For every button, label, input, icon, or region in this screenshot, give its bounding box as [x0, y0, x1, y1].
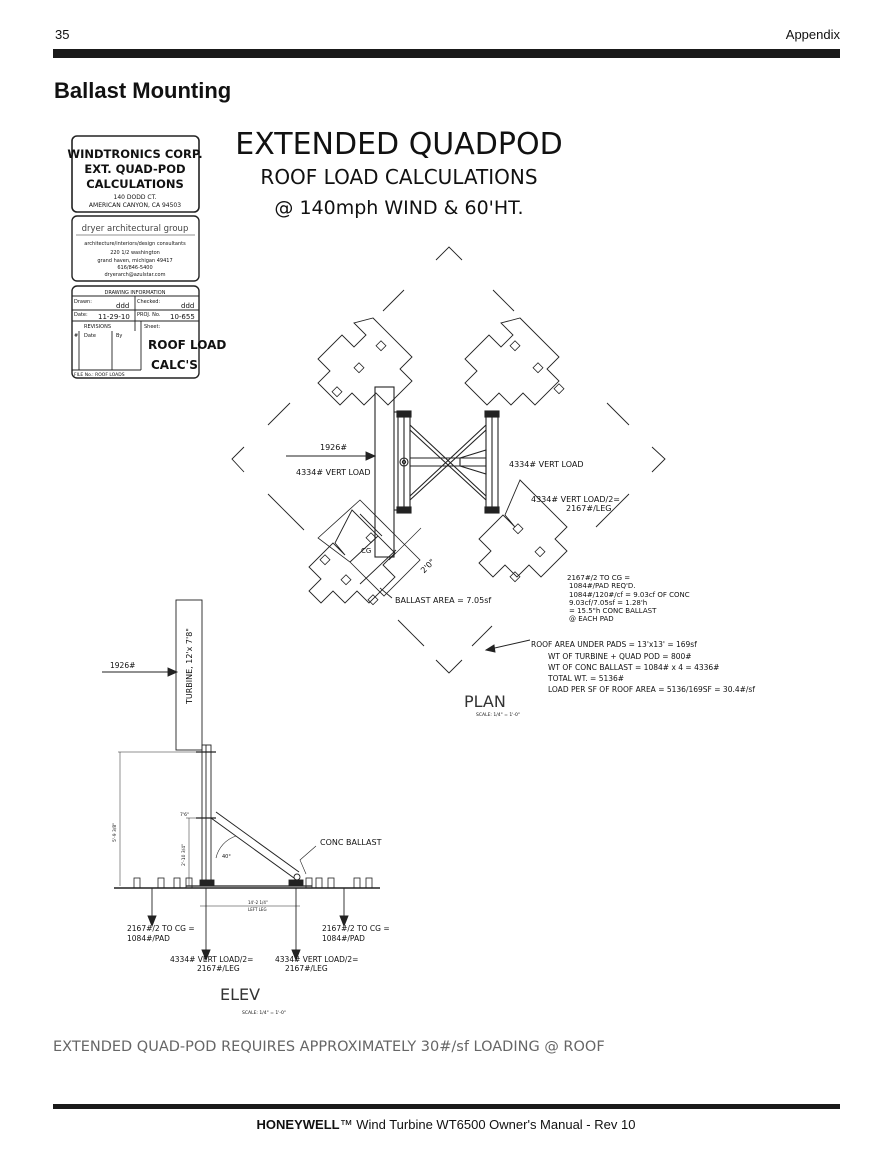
- date-value: 11-29-10: [98, 313, 130, 321]
- elev-label: ELEV: [220, 985, 260, 1004]
- plan-cg: CG: [361, 547, 371, 555]
- plan-label: PLAN: [464, 692, 506, 711]
- plan-calc-5: = 15.5"h CONC BALLAST: [569, 607, 657, 615]
- elev-turbine-label: TURBINE, 12'x 7'8": [185, 628, 194, 705]
- rev-by: By: [116, 333, 122, 339]
- header-rule: [53, 49, 840, 58]
- drawing-title: EXTENDED QUADPOD: [235, 127, 562, 162]
- company-address-2: AMERICAN CANYON, CA 94503: [89, 202, 181, 209]
- plan-vert-load-half-1: 4334# VERT LOAD/2=: [531, 495, 620, 504]
- footer-brand: HONEYWELL: [256, 1117, 340, 1132]
- roof-area-5: LOAD PER SF OF ROOF AREA = 5136/169SF = …: [548, 685, 755, 694]
- elev-conc-ballast: CONC BALLAST: [320, 838, 382, 847]
- elev-vert-right-2: 2167#/LEG: [285, 964, 328, 973]
- company-name: WINDTRONICS CORP.: [67, 147, 202, 161]
- elev-dim-top: 7'6": [180, 812, 189, 818]
- title-block: WINDTRONICS CORP. EXT. QUAD-POD CALCULAT…: [67, 135, 226, 379]
- elev-cg-left-1: 2167#/2 TO CG =: [127, 924, 195, 933]
- section-name: Appendix: [785, 27, 840, 42]
- plan-force: 1926#: [320, 443, 347, 452]
- drawn-label: Drawn:: [74, 299, 92, 305]
- proj-value: 10-655: [170, 313, 195, 321]
- rev-date: Date: [84, 333, 96, 339]
- elev-angle: 40°: [222, 854, 231, 860]
- architect-info-5: dryerarch@azulstar.com: [105, 272, 166, 278]
- plan-calc-1: 2167#/2 TO CG =: [567, 574, 630, 582]
- page-number: 35: [55, 27, 70, 42]
- architect-info-2: 220 1/2 washington: [110, 250, 160, 256]
- page-heading: Ballast Mounting: [54, 78, 232, 103]
- elev-dim-height: 5'-9 3/8": [112, 823, 118, 842]
- loading-note: EXTENDED QUAD-POD REQUIRES APPROXIMATELY…: [53, 1039, 605, 1055]
- architect-info-1: architecture/interiors/design consultant…: [84, 241, 186, 247]
- company-line-3: CALCULATIONS: [86, 177, 184, 191]
- elev-cg-left-2: 1084#/PAD: [127, 934, 170, 943]
- architect-info-3: grand haven, michigan 49417: [97, 258, 172, 264]
- rev-hash: #: [74, 333, 78, 339]
- plan-ballast-area: BALLAST AREA = 7.05sf: [395, 596, 491, 605]
- drawing-subtitle-1: ROOF LOAD CALCULATIONS: [260, 165, 537, 189]
- elev-scale: SCALE: 1/4" = 1'-0": [242, 1010, 286, 1016]
- drawn-value: ddd: [116, 302, 129, 310]
- architect-name: dryer architectural group: [82, 224, 189, 234]
- plan-view: 1926# 4334# VERT LOAD 4334# VERT LOAD 43…: [231, 246, 755, 718]
- elev-force: 1926#: [110, 661, 135, 670]
- roof-area-3: WT OF CONC BALLAST = 1084# x 4 = 4336#: [548, 663, 719, 672]
- elev-dim-small: 2'-10 3/4": [181, 844, 187, 866]
- elev-vert-right-1: 4334# VERT LOAD/2=: [275, 955, 358, 964]
- sheet-label: Sheet:: [144, 324, 160, 330]
- architect-info-4: 616/846-5400: [117, 265, 152, 271]
- footer: HONEYWELL™ Wind Turbine WT6500 Owner's M…: [0, 1117, 892, 1132]
- elev-vert-left-2: 2167#/LEG: [197, 964, 240, 973]
- elev-dim-bottom-2: LEFT LEG: [248, 907, 267, 912]
- drawing-info-label: DRAWING INFORMATION: [105, 290, 166, 296]
- plan-vert-load-left: 4334# VERT LOAD: [296, 468, 371, 477]
- sheet-value-2: CALC'S: [151, 358, 198, 372]
- checked-label: Checked:: [137, 299, 160, 305]
- checked-value: ddd: [181, 302, 194, 310]
- date-label: Date:: [74, 312, 88, 318]
- plan-calc-3: 1084#/120#/cf = 9.03cf OF CONC: [569, 591, 690, 599]
- plan-calc-2: 1084#/PAD REQ'D.: [569, 582, 636, 590]
- plan-calc-6: @ EACH PAD: [569, 615, 614, 623]
- plan-scale: SCALE: 1/4" = 1'-0": [476, 712, 520, 718]
- roof-area-1: ROOF AREA UNDER PADS = 13'x13' = 169sf: [531, 640, 697, 649]
- plan-vert-load-right: 4334# VERT LOAD: [509, 460, 584, 469]
- elev-vert-left-1: 4334# VERT LOAD/2=: [170, 955, 253, 964]
- footer-text: ™ Wind Turbine WT6500 Owner's Manual - R…: [339, 1117, 636, 1132]
- plan-calc-4: 9.03cf/7.05sf = 1.28'h: [569, 599, 647, 607]
- elev-cg-right-2: 1084#/PAD: [322, 934, 365, 943]
- elev-cg-right-1: 2167#/2 TO CG =: [322, 924, 390, 933]
- company-address-1: 140 DODD CT.: [114, 194, 157, 201]
- drawing-subtitle-2: @ 140mph WIND & 60'HT.: [274, 197, 523, 219]
- plan-vert-load-half-2: 2167#/LEG: [566, 504, 611, 513]
- proj-label: PROJ. No.: [137, 312, 161, 318]
- file-label: FILE No.: ROOF LOADS: [74, 372, 125, 378]
- footer-rule: [53, 1104, 840, 1109]
- company-line-2: EXT. QUAD-POD: [84, 162, 185, 176]
- roof-area-4: TOTAL WT. = 5136#: [547, 674, 624, 683]
- roof-area-2: WT OF TURBINE + QUAD POD = 800#: [548, 652, 692, 661]
- plan-dim: 2'0": [419, 557, 437, 575]
- sheet-value-1: ROOF LOAD: [148, 338, 226, 352]
- revisions-label: REVISIONS: [84, 324, 111, 330]
- elev-dim-bottom-1: 14'-2 1/4": [248, 900, 268, 905]
- elevation-view: 1926# TURBINE, 12'x 7'8" 5'-9 3/8" 2'-10…: [102, 599, 390, 1016]
